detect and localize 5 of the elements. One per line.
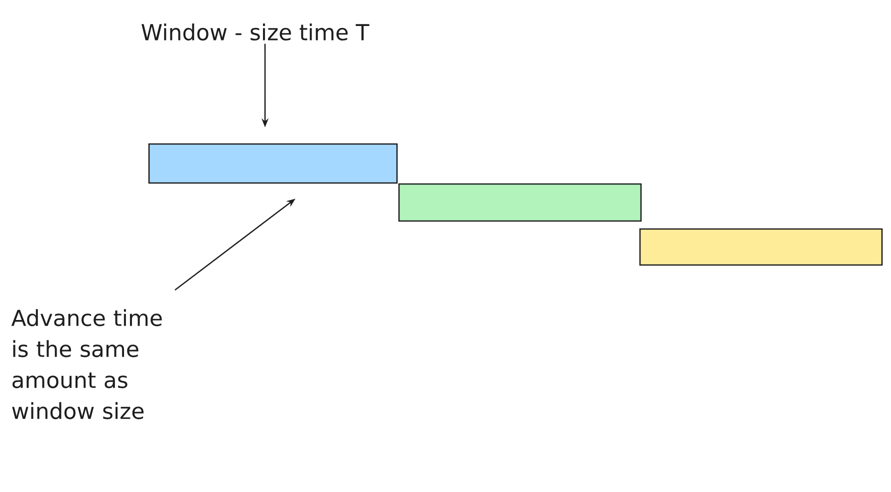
timeline-bar	[398, 183, 642, 222]
timeline-bar	[639, 228, 883, 266]
annotation-text: Advance time is the same amount as window size	[11, 309, 162, 420]
annotation-text: Window - size time T	[142, 23, 370, 40]
timeline-bar	[148, 143, 398, 184]
